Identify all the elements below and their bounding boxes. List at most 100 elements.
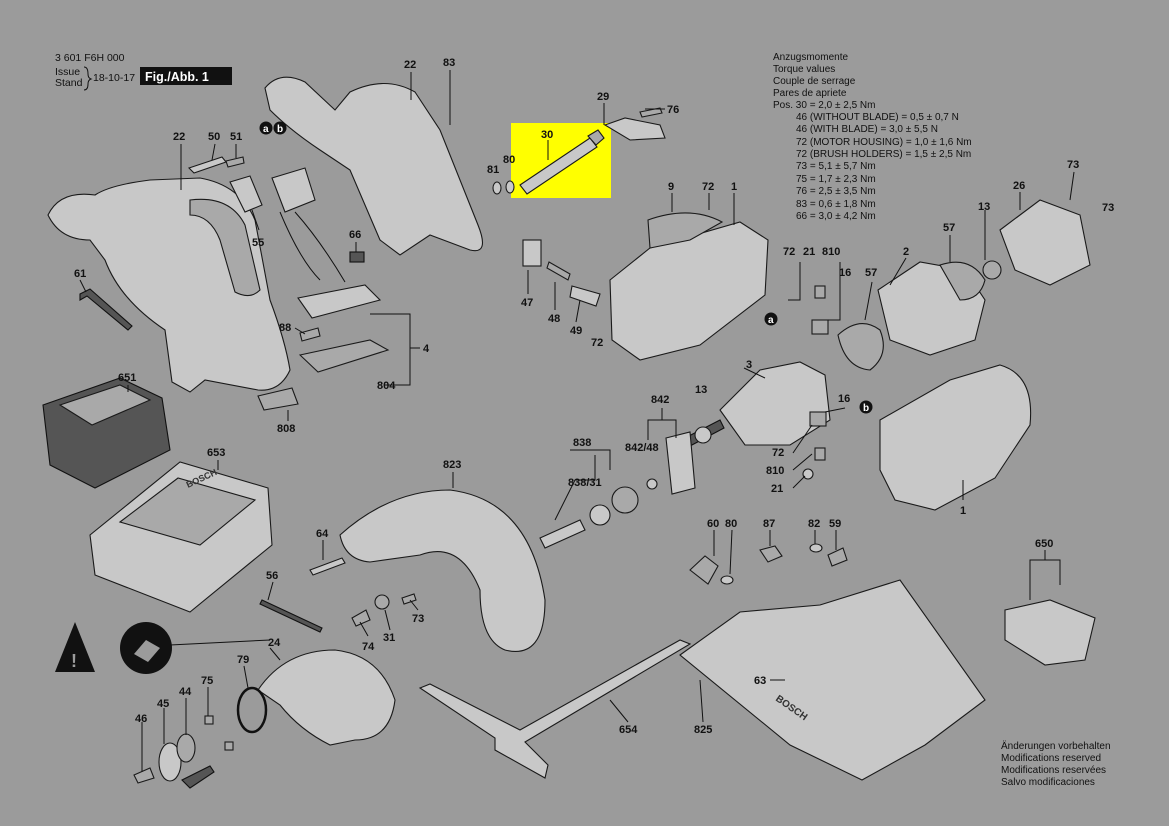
base-plate-825[interactable] bbox=[679, 579, 986, 781]
label-804[interactable]: 804 bbox=[377, 380, 396, 392]
electronics-module-4[interactable] bbox=[297, 284, 382, 319]
label-838-31[interactable]: 838/31 bbox=[568, 477, 602, 489]
label-55[interactable]: 55 bbox=[252, 237, 264, 249]
washer-80b[interactable] bbox=[505, 180, 515, 194]
label-825[interactable]: 825 bbox=[694, 724, 712, 736]
label-2[interactable]: 2 bbox=[903, 246, 909, 258]
label-47[interactable]: 47 bbox=[521, 297, 533, 309]
label-63[interactable]: 63 bbox=[754, 675, 766, 687]
label-654[interactable]: 654 bbox=[619, 724, 638, 736]
label-75[interactable]: 75 bbox=[201, 675, 213, 687]
label-1-top[interactable]: 1 bbox=[731, 181, 737, 193]
spring-48[interactable] bbox=[546, 261, 571, 281]
label-80-base[interactable]: 80 bbox=[725, 518, 737, 530]
washer-82[interactable] bbox=[809, 543, 823, 553]
label-88[interactable]: 88 bbox=[279, 322, 291, 334]
label-64[interactable]: 64 bbox=[316, 528, 329, 540]
label-650[interactable]: 650 bbox=[1035, 538, 1053, 550]
label-73-top[interactable]: 73 bbox=[1067, 159, 1079, 171]
bearing-838-31[interactable] bbox=[589, 504, 611, 526]
label-26[interactable]: 26 bbox=[1013, 180, 1025, 192]
screw-75b[interactable] bbox=[224, 741, 234, 751]
label-16-top[interactable]: 16 bbox=[839, 267, 851, 279]
label-45[interactable]: 45 bbox=[157, 698, 169, 710]
label-838[interactable]: 838 bbox=[573, 437, 591, 449]
parallel-guide-654[interactable] bbox=[418, 639, 692, 779]
label-87[interactable]: 87 bbox=[763, 518, 775, 530]
screw-59[interactable] bbox=[827, 547, 848, 567]
ring-57b[interactable] bbox=[939, 261, 986, 301]
label-50[interactable]: 50 bbox=[208, 131, 220, 143]
label-72-bottom[interactable]: 72 bbox=[772, 447, 784, 459]
lock-plate-49[interactable] bbox=[569, 285, 601, 307]
label-823[interactable]: 823 bbox=[443, 459, 461, 471]
label-57-mid[interactable]: 57 bbox=[865, 267, 877, 279]
label-22-right[interactable]: 22 bbox=[404, 59, 416, 71]
label-66[interactable]: 66 bbox=[349, 229, 361, 241]
label-72-top[interactable]: 72 bbox=[702, 181, 714, 193]
label-57-top[interactable]: 57 bbox=[943, 222, 955, 234]
spring-21[interactable] bbox=[802, 468, 814, 480]
flange-44[interactable] bbox=[176, 733, 196, 763]
label-59[interactable]: 59 bbox=[829, 518, 841, 530]
rotor-3[interactable] bbox=[719, 361, 831, 446]
label-80-top[interactable]: 80 bbox=[503, 154, 515, 166]
brush-810b[interactable] bbox=[814, 447, 826, 461]
ring-57[interactable] bbox=[837, 323, 884, 371]
label-808[interactable]: 808 bbox=[277, 423, 295, 435]
bearing-13b[interactable] bbox=[694, 426, 712, 444]
knob-60[interactable] bbox=[689, 555, 719, 585]
blade-guard-823[interactable] bbox=[339, 489, 546, 652]
label-810-top[interactable]: 810 bbox=[822, 246, 840, 258]
label-4[interactable]: 4 bbox=[423, 343, 430, 355]
electronic-board-804[interactable] bbox=[298, 339, 390, 373]
label-74[interactable]: 74 bbox=[362, 641, 375, 653]
drive-shaft[interactable] bbox=[539, 519, 586, 549]
label-31[interactable]: 31 bbox=[383, 632, 395, 644]
brush-holder-16b[interactable] bbox=[809, 411, 827, 427]
label-56[interactable]: 56 bbox=[266, 570, 278, 582]
label-48[interactable]: 48 bbox=[548, 313, 560, 325]
lock-button-50[interactable] bbox=[187, 156, 227, 174]
motor-housing-1[interactable] bbox=[879, 364, 1032, 511]
block-66[interactable] bbox=[349, 251, 365, 263]
hex-key-61[interactable] bbox=[79, 288, 133, 331]
label-79[interactable]: 79 bbox=[237, 654, 249, 666]
brush-holder-16a[interactable] bbox=[811, 319, 829, 335]
switch-block[interactable] bbox=[271, 167, 316, 213]
label-72-mid[interactable]: 72 bbox=[591, 337, 603, 349]
label-60[interactable]: 60 bbox=[707, 518, 719, 530]
washer-45[interactable] bbox=[158, 742, 182, 782]
highlight-part-30[interactable] bbox=[511, 123, 611, 198]
label-73-right[interactable]: 73 bbox=[1102, 202, 1114, 214]
bushing-31[interactable] bbox=[374, 594, 390, 610]
washer-80[interactable] bbox=[720, 575, 734, 585]
label-81[interactable]: 81 bbox=[487, 164, 499, 176]
brush-810a[interactable] bbox=[814, 285, 826, 299]
gear-housing-cover-9[interactable] bbox=[647, 212, 724, 249]
ring-79[interactable] bbox=[236, 686, 268, 734]
label-842[interactable]: 842 bbox=[651, 394, 669, 406]
label-76[interactable]: 76 bbox=[667, 104, 679, 116]
washer-81[interactable] bbox=[492, 181, 502, 195]
screw-74[interactable] bbox=[351, 609, 371, 627]
lever-29[interactable] bbox=[603, 117, 666, 141]
label-842-48[interactable]: 842/48 bbox=[625, 442, 659, 454]
spindle-lock-47[interactable] bbox=[522, 239, 542, 267]
label-29[interactable]: 29 bbox=[597, 91, 609, 103]
label-83[interactable]: 83 bbox=[443, 57, 455, 69]
label-16-bottom[interactable]: 16 bbox=[838, 393, 850, 405]
label-21-bottom[interactable]: 21 bbox=[771, 483, 783, 495]
spring-88[interactable] bbox=[299, 327, 321, 342]
switch-button-55[interactable] bbox=[229, 175, 263, 213]
spring-56[interactable] bbox=[259, 599, 323, 633]
label-13-mid[interactable]: 13 bbox=[695, 384, 707, 396]
bolt-46[interactable] bbox=[133, 767, 155, 784]
label-810-bottom[interactable]: 810 bbox=[766, 465, 784, 477]
gear-housing-1[interactable] bbox=[609, 221, 769, 361]
end-cap-26[interactable] bbox=[999, 199, 1091, 286]
hex-wrench[interactable] bbox=[181, 765, 215, 789]
label-61[interactable]: 61 bbox=[74, 268, 86, 280]
pad-808[interactable] bbox=[257, 387, 299, 411]
label-13-top[interactable]: 13 bbox=[978, 201, 990, 213]
